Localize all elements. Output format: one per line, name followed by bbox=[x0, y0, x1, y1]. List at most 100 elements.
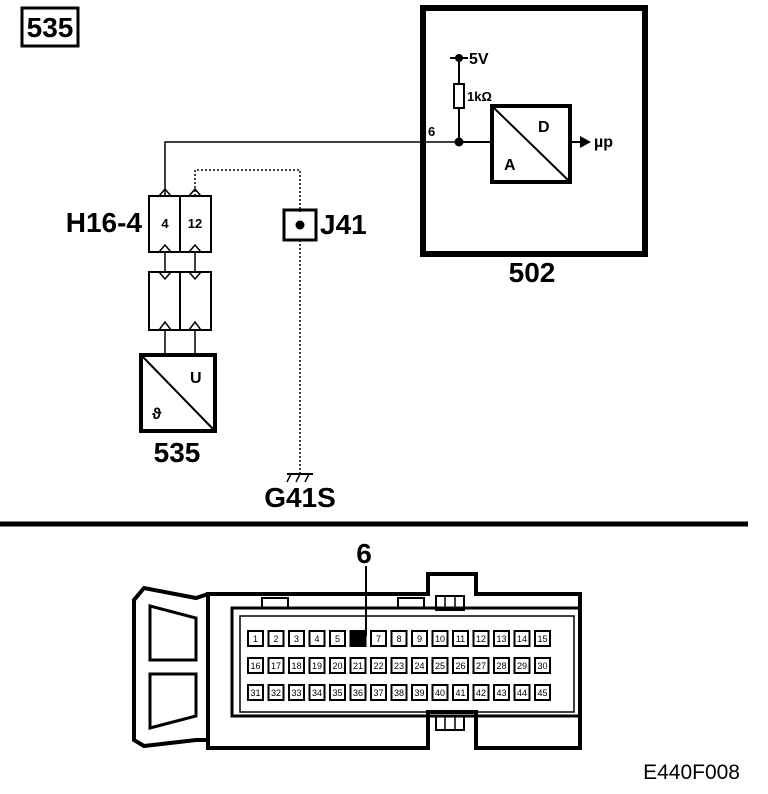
pin-number-label: 38 bbox=[394, 688, 404, 698]
pin-cavity bbox=[390, 684, 408, 701]
pin-cavity bbox=[267, 657, 285, 674]
connector-h16-4 bbox=[148, 187, 212, 331]
pin-number-label: 31 bbox=[250, 688, 260, 698]
pin-number-label: 22 bbox=[373, 661, 383, 671]
adc-a-label: A bbox=[504, 157, 516, 174]
shield-wire bbox=[194, 169, 301, 212]
pin-cavity bbox=[431, 630, 449, 647]
pin-number-label: 2 bbox=[273, 634, 278, 644]
pin-number-label: 7 bbox=[376, 634, 381, 644]
pin-number-label: 23 bbox=[394, 661, 404, 671]
pin-number-label: 34 bbox=[312, 688, 322, 698]
pin-cavity bbox=[534, 630, 551, 647]
pin-number-label: 40 bbox=[435, 688, 445, 698]
pin-cavity bbox=[308, 684, 326, 701]
pin-cavity bbox=[513, 684, 531, 701]
ecu-plug bbox=[132, 572, 582, 750]
pin-number-label: 10 bbox=[435, 634, 445, 644]
badge-label: 535 bbox=[27, 12, 74, 43]
pin-cavity bbox=[452, 684, 469, 701]
pin-number-label: 45 bbox=[537, 688, 547, 698]
sensor-out-label: U bbox=[190, 370, 202, 387]
sensor-in-label: ϑ bbox=[152, 406, 162, 423]
adc-d-label: D bbox=[538, 119, 550, 136]
pin-cavity bbox=[431, 684, 449, 701]
pin-number-label: 3 bbox=[294, 634, 299, 644]
adc-box bbox=[490, 104, 572, 184]
resistor-label: 1kΩ bbox=[467, 89, 492, 104]
pin-number-label: 29 bbox=[517, 661, 527, 671]
pin-cavity bbox=[349, 657, 367, 674]
pin-cavity bbox=[452, 630, 469, 647]
pin-number-label: 14 bbox=[517, 634, 527, 644]
pin-number-label: 21 bbox=[353, 661, 363, 671]
pin-number-label: 8 bbox=[396, 634, 401, 644]
pin-cavity bbox=[370, 684, 387, 701]
pin-cavity bbox=[513, 630, 531, 647]
pin-number-label: 26 bbox=[455, 661, 465, 671]
pin-number-label: 25 bbox=[435, 661, 445, 671]
pin-number-label: 24 bbox=[414, 661, 424, 671]
pin-cavity bbox=[329, 684, 346, 701]
pin6-label: 6 bbox=[428, 124, 435, 139]
splice-label: J41 bbox=[320, 209, 367, 240]
pin-cavity bbox=[370, 657, 387, 674]
pin-cavity bbox=[472, 657, 490, 674]
pin-number-label: 37 bbox=[373, 688, 383, 698]
pin-callout-label: 6 bbox=[356, 538, 372, 569]
pin-number-label: 35 bbox=[332, 688, 342, 698]
pin-cavity bbox=[247, 630, 264, 647]
pin-cavity bbox=[472, 684, 490, 701]
pin-number-label: 11 bbox=[456, 634, 465, 644]
pin-number-label: 18 bbox=[291, 661, 301, 671]
pin-number-label: 33 bbox=[291, 688, 301, 698]
pin-number-label: 43 bbox=[496, 688, 506, 698]
pin-cavity bbox=[534, 657, 551, 674]
pin-cavity bbox=[349, 630, 367, 647]
pin-number-label: 32 bbox=[271, 688, 281, 698]
pin-number-label: 42 bbox=[476, 688, 486, 698]
pin-cavity bbox=[472, 630, 490, 647]
pin-cavity bbox=[288, 684, 305, 701]
pin-number-label: 17 bbox=[271, 661, 281, 671]
pin-number-label: 9 bbox=[417, 634, 422, 644]
pin-cavity bbox=[411, 684, 428, 701]
pin-cavity bbox=[411, 630, 428, 647]
pin-cavity bbox=[431, 657, 449, 674]
pin-number-label: 1 bbox=[253, 634, 258, 644]
splice-dot bbox=[295, 220, 305, 230]
pin-cavity bbox=[329, 657, 346, 674]
pin-cavity bbox=[247, 684, 264, 701]
badge-frame bbox=[20, 6, 80, 48]
pin-cavity bbox=[390, 657, 408, 674]
sensor-535-box bbox=[139, 353, 217, 433]
pin-number-label: 41 bbox=[455, 688, 465, 698]
ground-label: G41S bbox=[264, 482, 336, 513]
pin-number-label: 12 bbox=[476, 634, 486, 644]
pin-number-label: 28 bbox=[496, 661, 506, 671]
figure-code: E440F008 bbox=[643, 761, 740, 784]
pin-cavity bbox=[308, 630, 326, 647]
pin-cavity bbox=[493, 630, 510, 647]
adc-diagonal bbox=[493, 107, 569, 181]
pin-number-label: 39 bbox=[414, 688, 424, 698]
pin-number-label: 16 bbox=[250, 661, 260, 671]
pin-cavity bbox=[411, 657, 428, 674]
pin-number-label: 36 bbox=[353, 688, 363, 698]
pin-cavity bbox=[288, 657, 305, 674]
pin-cavity bbox=[452, 657, 469, 674]
pin-number-label: 19 bbox=[312, 661, 322, 671]
pin-number-label: 15 bbox=[537, 634, 547, 644]
connector-pin-4-label: 4 bbox=[161, 216, 169, 231]
ecu-502-box bbox=[420, 5, 648, 257]
pin-cavity bbox=[288, 630, 305, 647]
connector-label: H16-4 bbox=[66, 207, 143, 238]
pin-cavity bbox=[390, 630, 408, 647]
pin-number-label: 13 bbox=[496, 634, 506, 644]
pin-cavity bbox=[493, 657, 510, 674]
pin-number-label: 4 bbox=[314, 634, 319, 644]
pin-cavity bbox=[493, 684, 510, 701]
connector-pin-12-label: 12 bbox=[188, 216, 202, 231]
